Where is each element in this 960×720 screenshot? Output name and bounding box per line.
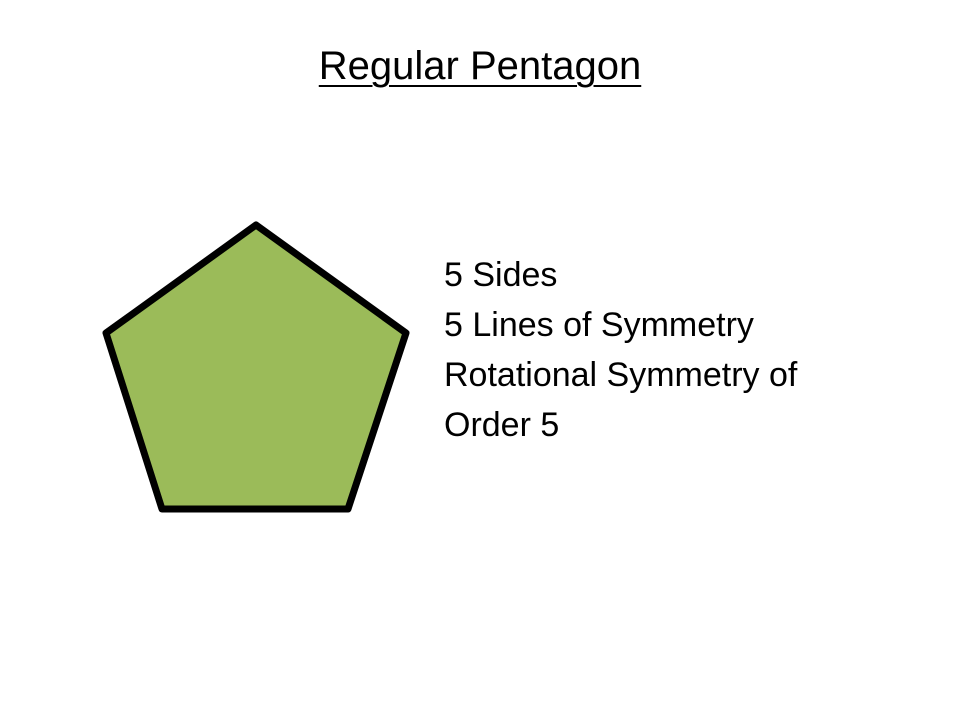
slide-title: Regular Pentagon bbox=[318, 44, 642, 88]
property-rotational-symmetry: Rotational Symmetry of Order 5 bbox=[444, 356, 798, 444]
property-list: 5 Sides 5 Lines of Symmetry Rotational S… bbox=[444, 250, 924, 450]
property-lines-of-symmetry: 5 Lines of Symmetry bbox=[444, 306, 754, 344]
pentagon-shape bbox=[102, 221, 410, 513]
property-sides: 5 Sides bbox=[444, 256, 558, 294]
pentagon-polygon bbox=[102, 221, 410, 513]
